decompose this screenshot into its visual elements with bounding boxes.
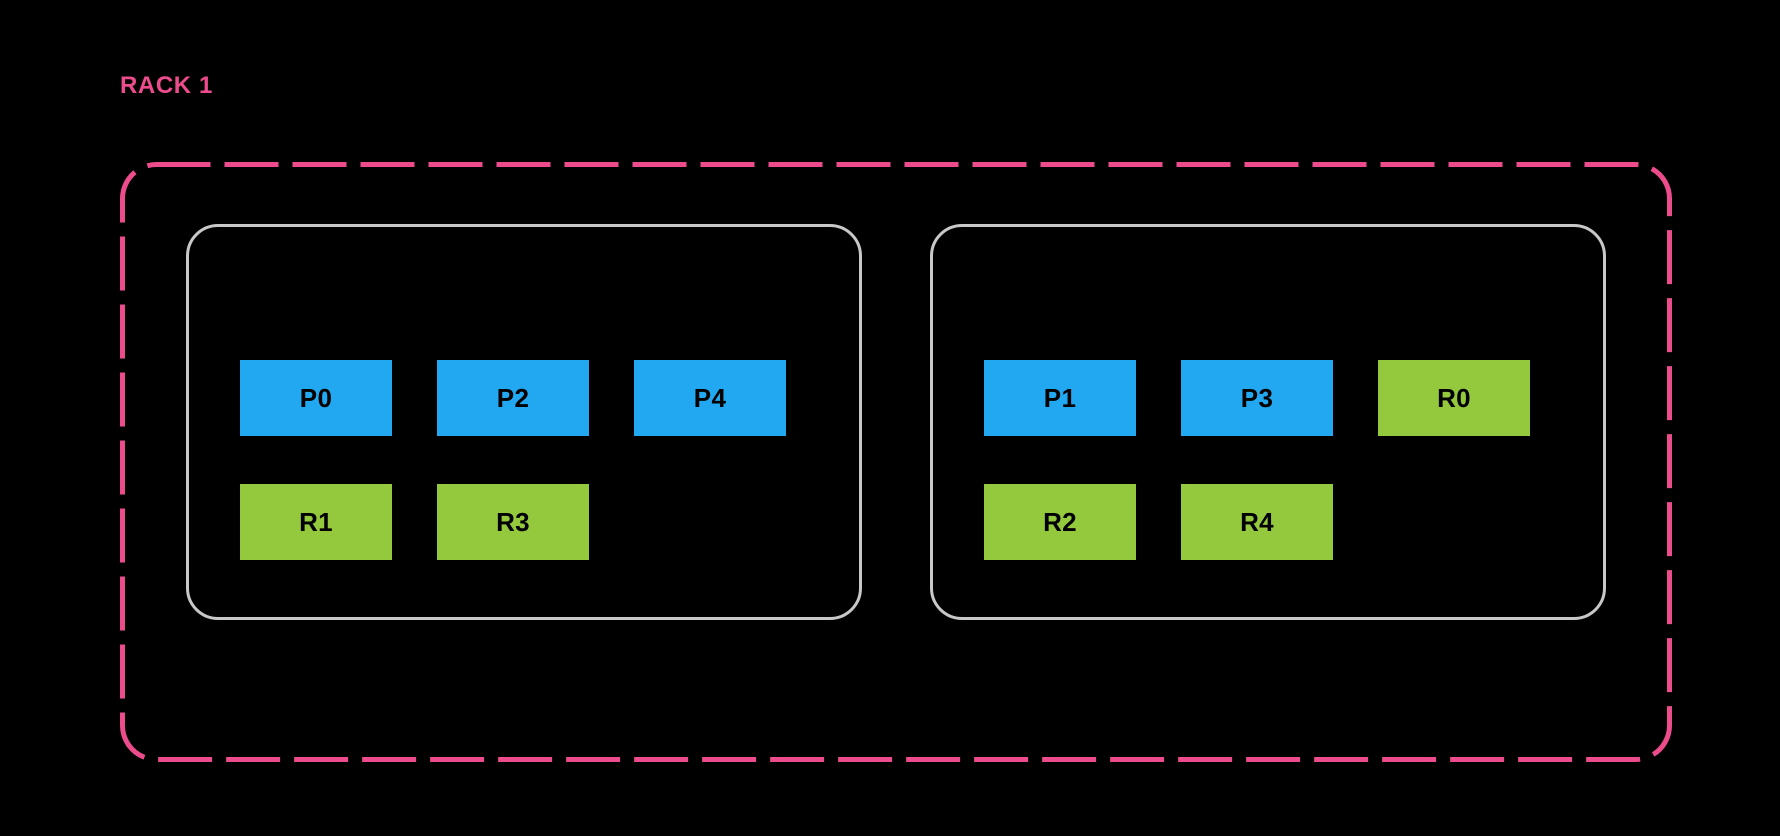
shard-r3[interactable]: R3 [437,484,589,560]
shard-p4[interactable]: P4 [634,360,786,436]
shard-p1[interactable]: P1 [984,360,1136,436]
shard-r0[interactable]: R0 [1378,360,1530,436]
shard-p0[interactable]: P0 [240,360,392,436]
shard-p3[interactable]: P3 [1181,360,1333,436]
shard-r1[interactable]: R1 [240,484,392,560]
shard-r4[interactable]: R4 [1181,484,1333,560]
shard-p2[interactable]: P2 [437,360,589,436]
rack-label: RACK 1 [120,72,213,99]
shard-r2[interactable]: R2 [984,484,1136,560]
